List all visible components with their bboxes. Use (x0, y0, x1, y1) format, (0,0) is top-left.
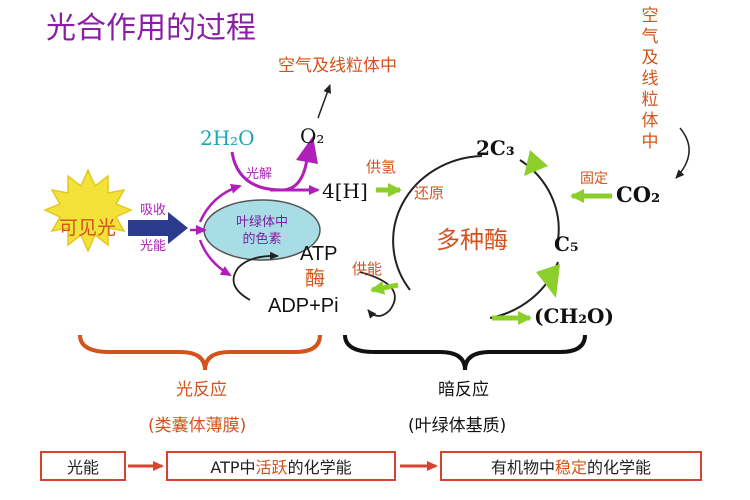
co2-side-arrow (675, 127, 690, 179)
page-title: 光合作用的过程 (46, 11, 256, 46)
enzyme-label: 酶 (305, 266, 325, 290)
flow-step2-pre: ATP中 (210, 458, 256, 477)
flow-step-light-energy: 光能 (40, 451, 126, 481)
calvin-cycle-arc-left (392, 155, 483, 291)
air-mitochondria-label-top: 空气及线粒体中 (278, 56, 397, 76)
atp-synthesis-arrow (232, 251, 279, 301)
light-energy-arrowhead (168, 212, 188, 244)
flow-step3-highlight: 稳定 (554, 458, 587, 477)
adp-regeneration-arrow (359, 271, 396, 319)
o2-arrowhead (296, 136, 318, 164)
hydrogen-label: 4[H] (322, 179, 368, 203)
green-arrow-c5 (536, 264, 560, 298)
photolysis-label: 光解 (246, 167, 273, 182)
flow-step-light-energy-text: 光能 (66, 458, 99, 477)
flow-step-organic-energy: 有机物中稳定的化学能 (440, 451, 702, 481)
air-mitochondria-label-side: 空气及线粒体中 (641, 6, 659, 152)
green-arrow-c3 (524, 150, 548, 176)
energy-supply-label: 供能 (352, 260, 383, 278)
sun-burst (43, 168, 133, 253)
light-energy-label: 光能 (140, 239, 167, 254)
visible-light-label: 可见光 (59, 217, 117, 239)
h-supply-label: 供氢 (366, 158, 397, 176)
flow-step3-post: 的化学能 (587, 458, 652, 477)
flow-step2-post: 的化学能 (287, 458, 352, 477)
co2-label: CO₂ (616, 182, 661, 207)
oxygen-label: O₂ (300, 124, 325, 148)
fixation-label: 固定 (580, 171, 608, 187)
pigment-label: 叶绿体中的色素 (235, 215, 288, 247)
dark-reaction-bracket (343, 334, 587, 371)
c5-label: C₅ (554, 232, 579, 256)
stroma-label: (叶绿体基质) (408, 416, 507, 436)
o2-to-air-arrow (317, 84, 332, 119)
dark-reaction-label: 暗反应 (438, 380, 489, 400)
c3-label: 2C₃ (476, 136, 515, 160)
many-enzymes-label: 多种酶 (436, 226, 508, 254)
purple-arrow-down (198, 239, 232, 277)
water-label: 2H₂O (200, 126, 255, 150)
ch2o-label: (CH₂O) (534, 304, 614, 328)
adp-label: ADP+Pi (268, 295, 339, 317)
energy-supply-arrow (370, 280, 399, 295)
thylakoid-label: (类囊体薄膜) (148, 416, 247, 436)
purple-arrow-up (198, 183, 242, 223)
absorb-label: 吸收 (140, 203, 167, 218)
reduction-label: 还原 (414, 184, 445, 202)
flow-step2-highlight: 活跃 (255, 458, 288, 477)
light-reaction-label: 光反应 (176, 380, 227, 400)
flow-step3-pre: 有机物中 (490, 458, 555, 477)
atp-label: ATP (300, 243, 338, 265)
light-reaction-bracket (78, 334, 322, 371)
flow-step-atp-energy: ATP中活跃的化学能 (166, 451, 396, 481)
light-energy-arrow (128, 220, 168, 236)
